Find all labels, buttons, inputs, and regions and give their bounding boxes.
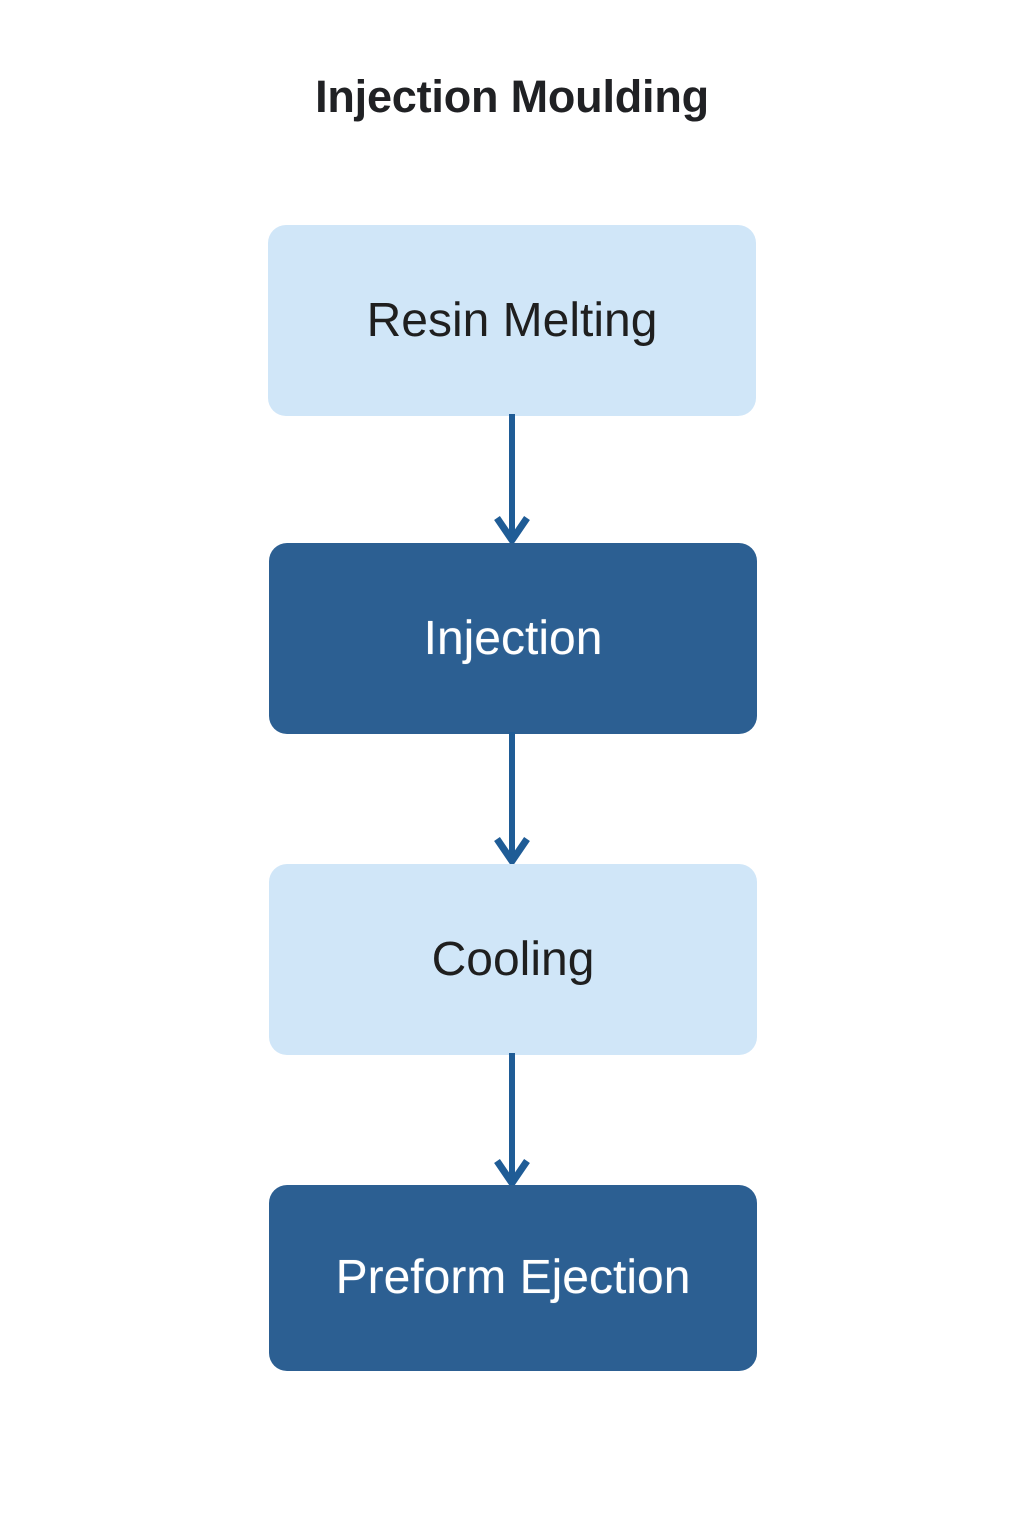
flow-connector-resin-melting-to-injection [462, 414, 562, 547]
arrow-down-icon [494, 1053, 530, 1190]
flow-node-label: Preform Ejection [335, 1251, 691, 1304]
flow-node-label: Cooling [431, 932, 595, 986]
flow-node-injection[interactable]: Injection [269, 543, 757, 734]
arrow-down-icon [494, 732, 530, 868]
flow-connector-injection-to-cooling [462, 732, 562, 868]
page-title: Injection Moulding [315, 71, 709, 122]
flow-node-label: Resin Melting [366, 293, 658, 347]
flow-connector-cooling-to-preform-ejection [462, 1053, 562, 1190]
flow-node-cooling[interactable]: Cooling [269, 864, 757, 1055]
flow-node-label: Injection [423, 611, 603, 665]
flow-node-resin-melting[interactable]: Resin Melting [268, 225, 756, 416]
flow-node-preform-ejection[interactable]: Preform Ejection [269, 1185, 757, 1371]
arrow-down-icon [494, 414, 530, 547]
